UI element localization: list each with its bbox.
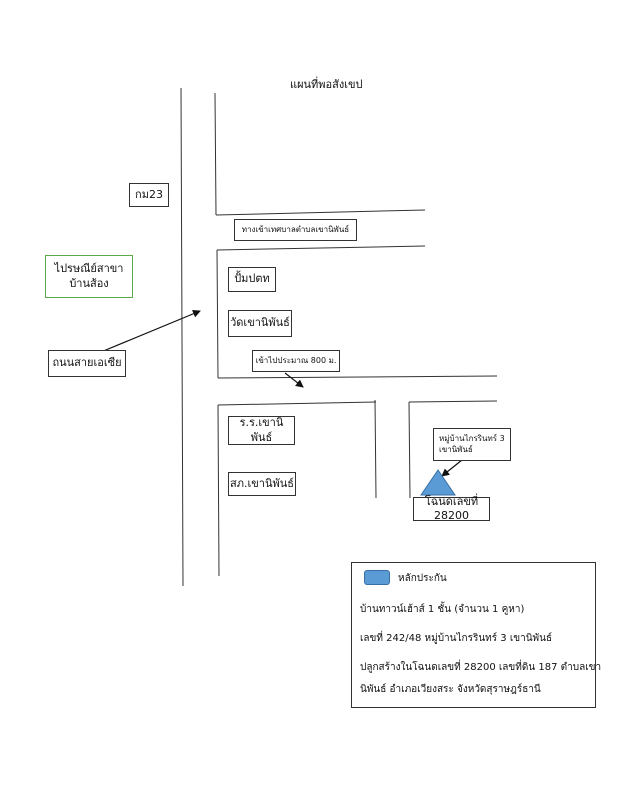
arrow-to-marker (441, 459, 463, 477)
legend-box: หลักประกัน บ้านทาวน์เฮ้าส์ 1 ชั้น (จำนวน… (351, 562, 601, 708)
collateral-swatch-icon (364, 570, 390, 585)
road-edge-middle (216, 249, 219, 379)
village-label-line2: เขานิพันธ์ (439, 444, 473, 454)
school-label: ร.ร.เขานิพันธ์ (239, 416, 284, 444)
road-edge-upper (214, 92, 217, 216)
school-box: ร.ร.เขานิพันธ์ (228, 416, 295, 445)
village-box: หมู่บ้านไกรรินทร์ 3 เขานิพันธ์ (433, 428, 511, 461)
map-title: แผนที่พอสังเขป (290, 78, 363, 91)
temple-box: วัดเขานิพันธ์ (228, 310, 292, 337)
village-label-line1: หมู่บ้านไกรรินทร์ 3 (439, 434, 505, 444)
road-edge-lower (217, 404, 220, 577)
municipality-entrance-label: ทางเข้าเทศบาลตำบลเขานิพันธ์ (241, 224, 350, 234)
legend-line-1: บ้านทาวน์เฮ้าส์ 1 ชั้น (จำนวน 1 คูหา) (360, 604, 525, 615)
legend-collateral-label: หลักประกัน (398, 573, 447, 584)
health-station-label: สภ.เขานิพันธ์ (230, 476, 294, 490)
post-office-label-line2: บ้านส้อง (69, 276, 109, 290)
distance-label: เข้าไปประมาณ 800 ม. (255, 355, 337, 365)
municipality-entrance-box: ทางเข้าเทศบาลตำบลเขานิพันธ์ (234, 219, 357, 241)
arrow-to-highway (100, 309, 201, 353)
post-office-label-line1: ไปรษณีย์สาขา (54, 262, 124, 276)
highway-line (180, 87, 184, 587)
arrow-distance (284, 372, 304, 388)
municipality-road-top (215, 209, 426, 216)
gas-station-label: ปั้มปตท (234, 272, 270, 286)
collateral-marker-icon (420, 469, 456, 496)
temple-label: วัดเขานิพันธ์ (230, 316, 290, 330)
post-office-box: ไปรษณีย์สาขา บ้านส้อง (45, 255, 133, 298)
legend-line-3: ปลูกสร้างในโฉนดเลขที่ 28200 เลขที่ดิน 18… (360, 662, 602, 673)
legend-line-2: เลขที่ 242/48 หมู่บ้านไกรรินทร์ 3 เขานิพ… (360, 633, 553, 644)
asian-highway-box: ถนนสายเอเซีย (48, 350, 126, 377)
village-road-right-edge (408, 401, 411, 499)
distance-box: เข้าไปประมาณ 800 ม. (252, 350, 340, 372)
village-road-right-top (408, 400, 498, 403)
village-road-top (217, 375, 498, 379)
title-deed-label: โฉนดเลขที่ 28200 (424, 494, 479, 522)
asian-highway-label: ถนนสายเอเซีย (52, 356, 122, 370)
village-road-left-edge (374, 399, 377, 499)
municipality-road-bottom (216, 245, 426, 251)
km23-box: กม23 (129, 183, 169, 207)
km23-label: กม23 (135, 187, 163, 201)
legend-line-4: นิพันธ์ อำเภอเวียงสระ จังหวัดสุราษฎร์ธาน… (360, 684, 541, 695)
village-road-bottom (217, 401, 377, 406)
title-deed-box: โฉนดเลขที่ 28200 (413, 494, 490, 522)
health-station-box: สภ.เขานิพันธ์ (228, 472, 296, 496)
gas-station-box: ปั้มปตท (228, 267, 276, 292)
